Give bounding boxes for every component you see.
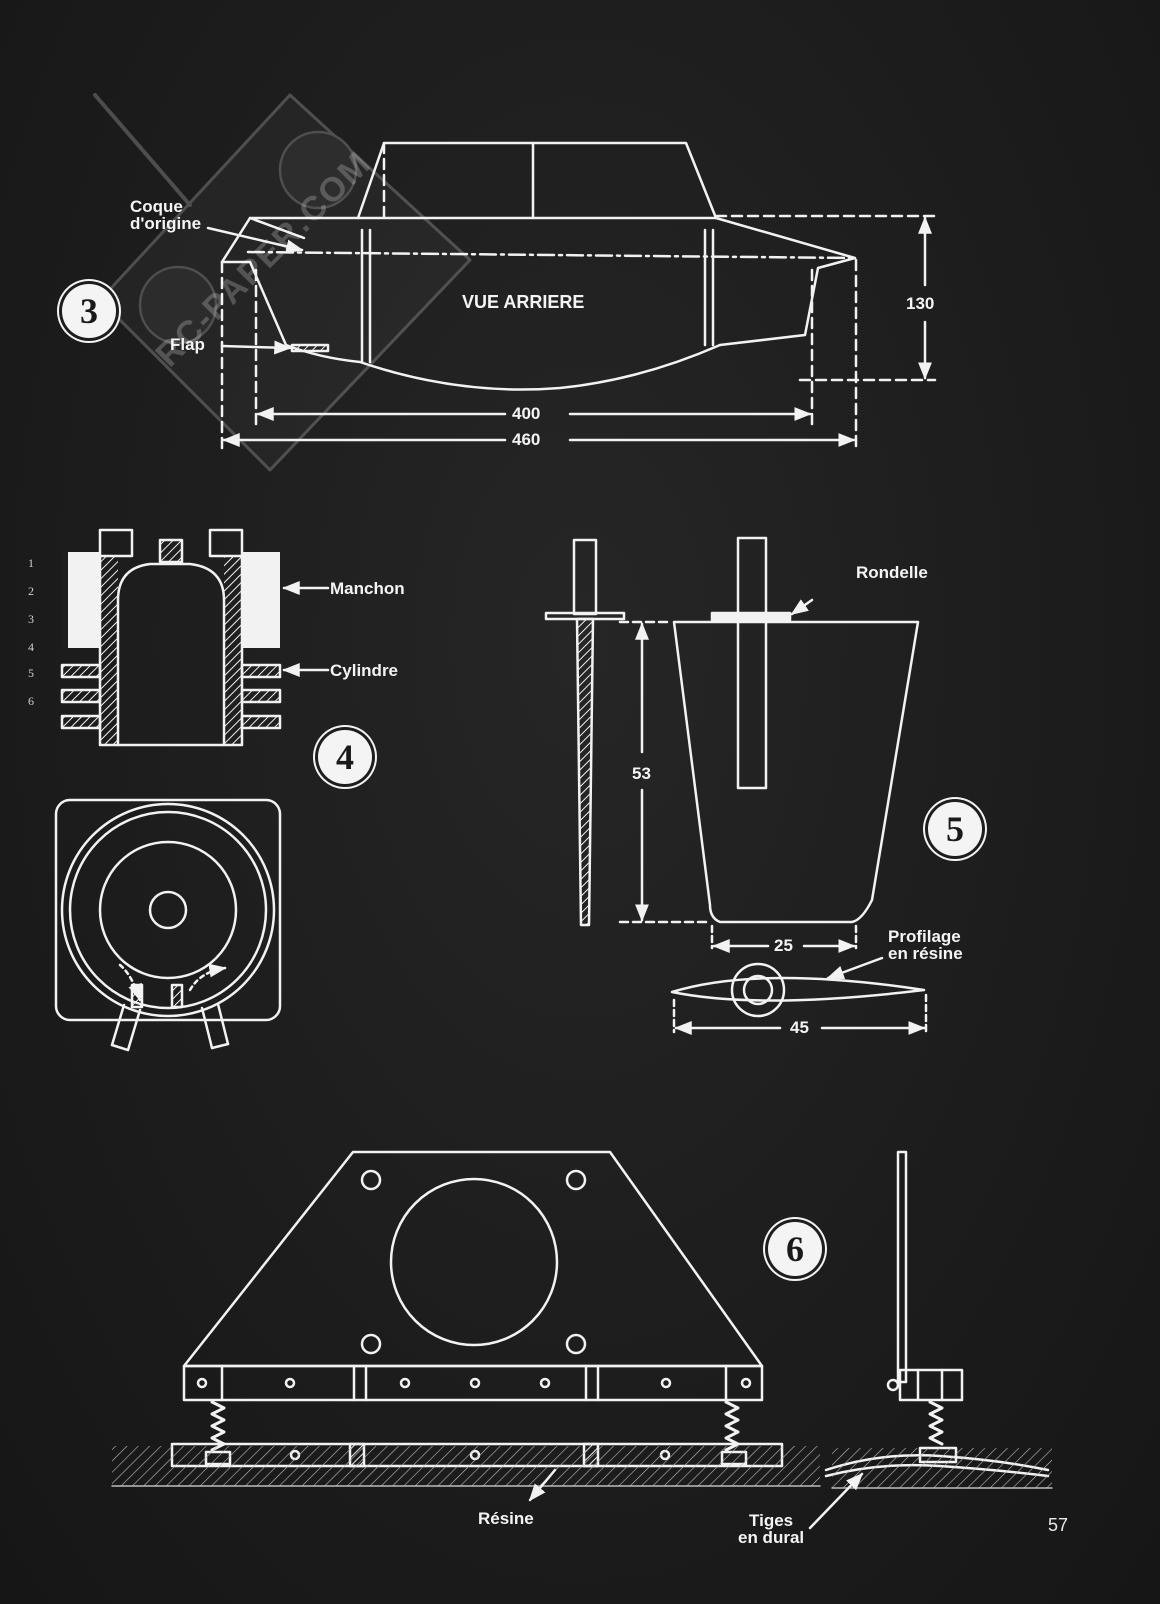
figure-number-4: 4 — [318, 730, 372, 784]
dim-130: 130 — [906, 294, 935, 313]
dim-460: 460 — [512, 430, 541, 449]
label-resine: Résine — [478, 1509, 534, 1528]
side-number: 3 — [28, 612, 34, 626]
dim-25: 25 — [774, 936, 793, 955]
side-number: 4 — [28, 640, 34, 654]
side-number: 1 — [28, 556, 34, 570]
fig3-rear-view — [206, 141, 937, 454]
transmitter-photo — [93, 93, 472, 472]
fig5-rudder — [544, 536, 928, 1035]
fig6-motor-mount — [111, 1150, 1053, 1530]
dim-53: 53 — [632, 764, 651, 783]
dim-45: 45 — [790, 1018, 809, 1037]
label-profilage: Profilage en résine — [888, 927, 963, 963]
label-tiges-dural: Tiges en dural — [738, 1511, 805, 1547]
label-coque-origine: Coque d'origine — [130, 197, 202, 233]
side-number: 2 — [28, 584, 34, 598]
label-flap: Flap — [170, 335, 205, 354]
label-cylindre: Cylindre — [330, 661, 399, 680]
side-number: 5 — [28, 666, 34, 680]
view-title: VUE ARRIERE — [462, 292, 585, 312]
side-number: 6 — [28, 694, 34, 708]
figure-number-5: 5 — [928, 802, 982, 856]
figure-number-3: 3 — [62, 284, 116, 338]
page-number: 57 — [1047, 1515, 1068, 1535]
dim-400: 400 — [512, 404, 541, 423]
figure-number-6: 6 — [768, 1222, 822, 1276]
label-rondelle: Rondelle — [856, 563, 928, 582]
label-manchon: Manchon — [330, 579, 405, 598]
fig4-cylinder-section — [54, 528, 330, 1052]
